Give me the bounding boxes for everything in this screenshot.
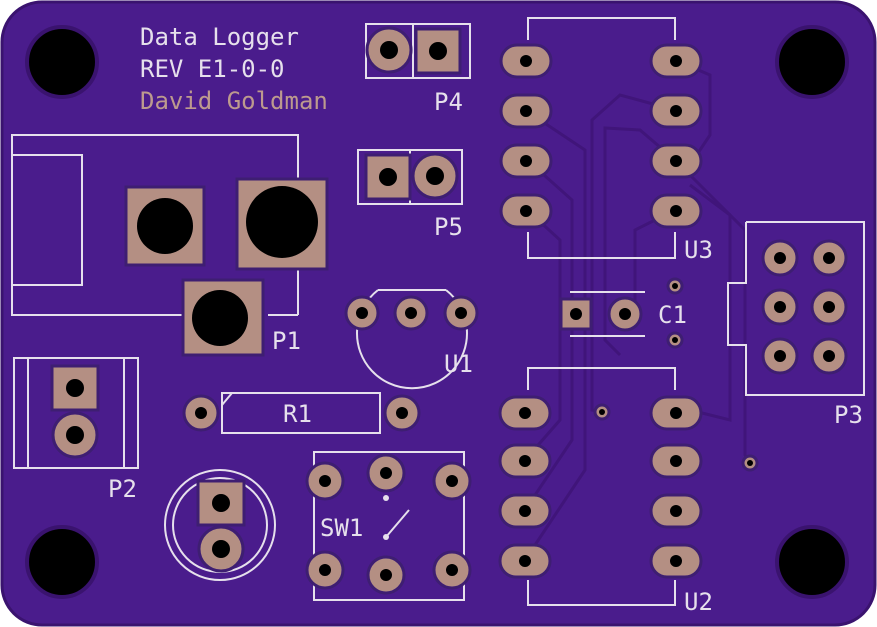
board-title: Data Logger bbox=[140, 23, 299, 51]
p1-power-jack[interactable]: P1 bbox=[11, 134, 329, 357]
u2-label: U2 bbox=[684, 588, 713, 616]
p3-pins bbox=[761, 239, 848, 375]
p2-terminal[interactable]: P2 bbox=[13, 357, 139, 503]
u2-pins-right bbox=[649, 395, 703, 579]
p5-label: P5 bbox=[434, 213, 463, 241]
vias bbox=[593, 277, 759, 472]
u3-label: U3 bbox=[684, 236, 713, 264]
p4-label: P4 bbox=[434, 88, 463, 116]
mounting-hole-bottom-right bbox=[775, 525, 849, 599]
sw1-switch[interactable]: SW1 bbox=[305, 451, 472, 601]
u2-ic[interactable]: U2 bbox=[498, 367, 713, 616]
mounting-holes bbox=[25, 25, 849, 599]
u3-pins-left bbox=[499, 43, 553, 229]
u1-regulator[interactable]: U1 bbox=[344, 289, 479, 390]
r1-resistor[interactable]: R1 bbox=[182, 392, 421, 434]
p3-label: P3 bbox=[834, 401, 863, 429]
p4-pad-1[interactable] bbox=[414, 27, 462, 75]
board-revision: REV E1-0-0 bbox=[140, 55, 285, 83]
u1-label: U1 bbox=[444, 350, 473, 378]
mounting-hole-top-left bbox=[25, 25, 99, 99]
mounting-hole-bottom-left bbox=[25, 525, 99, 599]
p3-header[interactable]: P3 bbox=[727, 221, 865, 429]
sw1-label: SW1 bbox=[320, 514, 363, 542]
led-d1[interactable] bbox=[164, 469, 276, 581]
mounting-hole-top-right bbox=[775, 25, 849, 99]
c1-capacitor[interactable]: C1 bbox=[559, 291, 687, 337]
p2-label: P2 bbox=[108, 475, 137, 503]
u3-ic[interactable]: U3 bbox=[499, 17, 713, 264]
board-author: David Goldman bbox=[140, 87, 328, 115]
u2-pins-left bbox=[498, 395, 552, 579]
p1-label: P1 bbox=[272, 327, 301, 355]
p4-header[interactable]: P4 bbox=[365, 23, 471, 116]
p5-header[interactable]: P5 bbox=[357, 149, 463, 241]
r1-label: R1 bbox=[283, 400, 312, 428]
c1-label: C1 bbox=[658, 301, 687, 329]
u3-pins-right bbox=[649, 43, 703, 229]
